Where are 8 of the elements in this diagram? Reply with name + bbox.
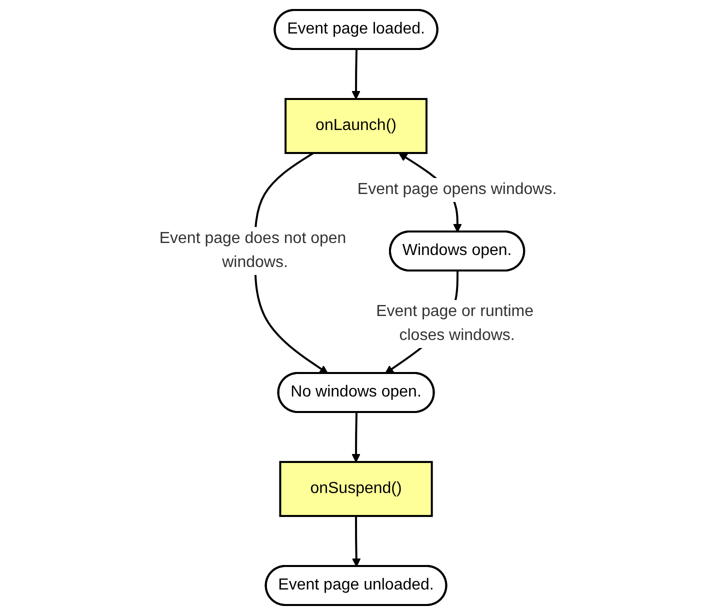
node-box: onSuspend(): [280, 461, 434, 517]
arrow: [352, 412, 361, 462]
edge-label: Event page opens windows.: [358, 181, 558, 198]
arrow: [352, 516, 362, 567]
edge-label: Event page or runtime closes windows.: [376, 303, 534, 344]
node-box: onLaunch(): [285, 98, 428, 154]
edge-label: Event page does not open windows.: [160, 230, 347, 271]
arrow: [352, 50, 361, 100]
